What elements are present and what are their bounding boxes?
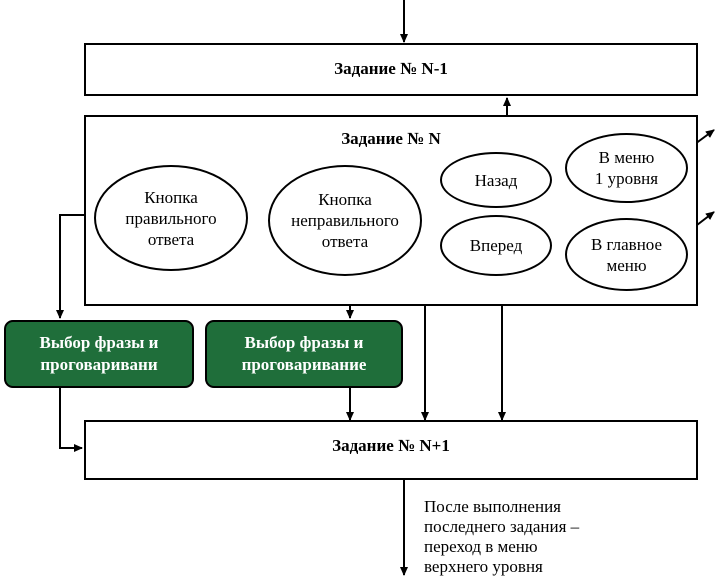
task-prev-title: Задание № N-1 — [334, 59, 448, 78]
phrase-choice-action-left: Выбор фразы и проговаривани — [4, 320, 194, 388]
forward-button[interactable]: Вперед — [440, 215, 552, 276]
main-menu-button[interactable]: В главное меню — [565, 218, 688, 291]
arrow-left-action-to-next — [59, 388, 83, 452]
task-next-title: Задание № N+1 — [332, 436, 450, 455]
task-next-box: Задание № N+1 — [84, 420, 698, 480]
phrase-choice-action-right: Выбор фразы и проговаривание — [205, 320, 403, 388]
back-button[interactable]: Назад — [440, 152, 552, 208]
menu-level1-button[interactable]: В меню 1 уровня — [565, 133, 688, 203]
correct-answer-button[interactable]: Кнопка правильного ответа — [94, 165, 248, 271]
task-prev-box: Задание № N-1 — [84, 43, 698, 96]
after-last-task-note: После выполнения последнего задания – пе… — [424, 497, 580, 576]
arrow-correct-to-action — [56, 214, 94, 319]
task-current-title: Задание № N — [341, 129, 441, 148]
incorrect-answer-button[interactable]: Кнопка неправильного ответа — [268, 165, 422, 276]
